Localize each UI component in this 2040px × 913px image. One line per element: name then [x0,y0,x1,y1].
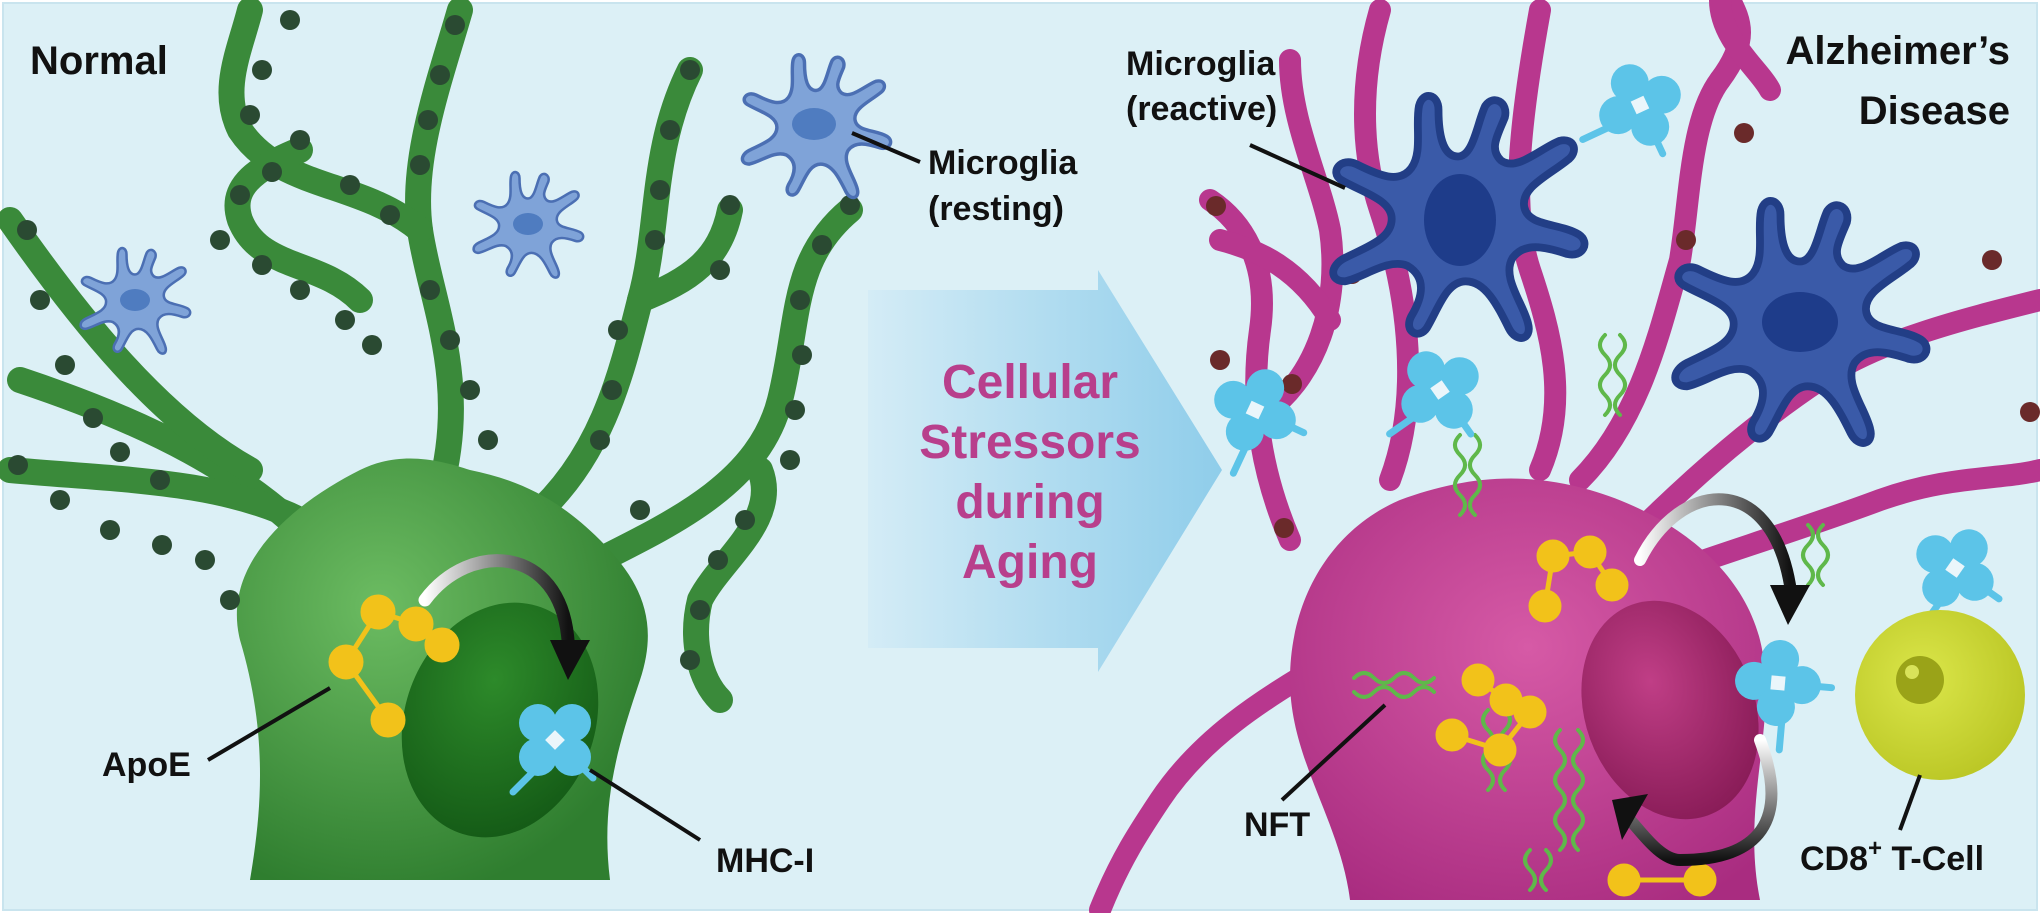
leader-lines-right [1249,143,1922,831]
mhc-i-label: MHC-I [716,842,814,880]
reactive-microglia-label: Microglia [1126,45,1276,83]
nft-label: NFT [1244,806,1310,844]
healthy-nucleus [401,602,599,838]
disease-title-line2: Disease [1859,89,2010,133]
reactive-microglia-sublabel: (reactive) [1126,90,1277,128]
cd8-text: CD8 [1800,840,1868,878]
trafficking-arrow-icon-right [1612,493,1810,867]
apoe-label: ApoE [102,746,191,784]
arrow-text-line4: Aging [962,536,1098,589]
arrow-text-line2: Stressors [919,416,1140,469]
trafficking-arrow-icon [418,554,590,680]
resting-microglia-sublabel: (resting) [928,190,1064,228]
disease-title-line1: Alzheimer’s [1785,29,2010,73]
apoe-molecule-icon-right [1435,535,1717,897]
diseased-nucleus [1581,600,1759,820]
resting-microglia-label: Microglia [928,144,1078,182]
t-cell-text: T-Cell [1882,840,1984,878]
resting-microglia-icon [79,53,893,355]
reactive-microglia-icon [1333,96,1926,443]
leader-lines-left [206,131,921,842]
healthy-neuron-icon [0,0,863,880]
cd8-t-cell-icon [1855,610,2025,780]
arrow-text-line1: Cellular [942,356,1118,409]
transition-arrow-icon [868,270,1222,672]
cd8-superscript: + [1868,835,1882,862]
arrow-text-line3: during [955,476,1104,529]
normal-title: Normal [30,39,168,83]
apoe-molecule-icon [328,594,460,738]
cd8-t-cell-label: CD8+ T-Cell [1800,835,1984,878]
